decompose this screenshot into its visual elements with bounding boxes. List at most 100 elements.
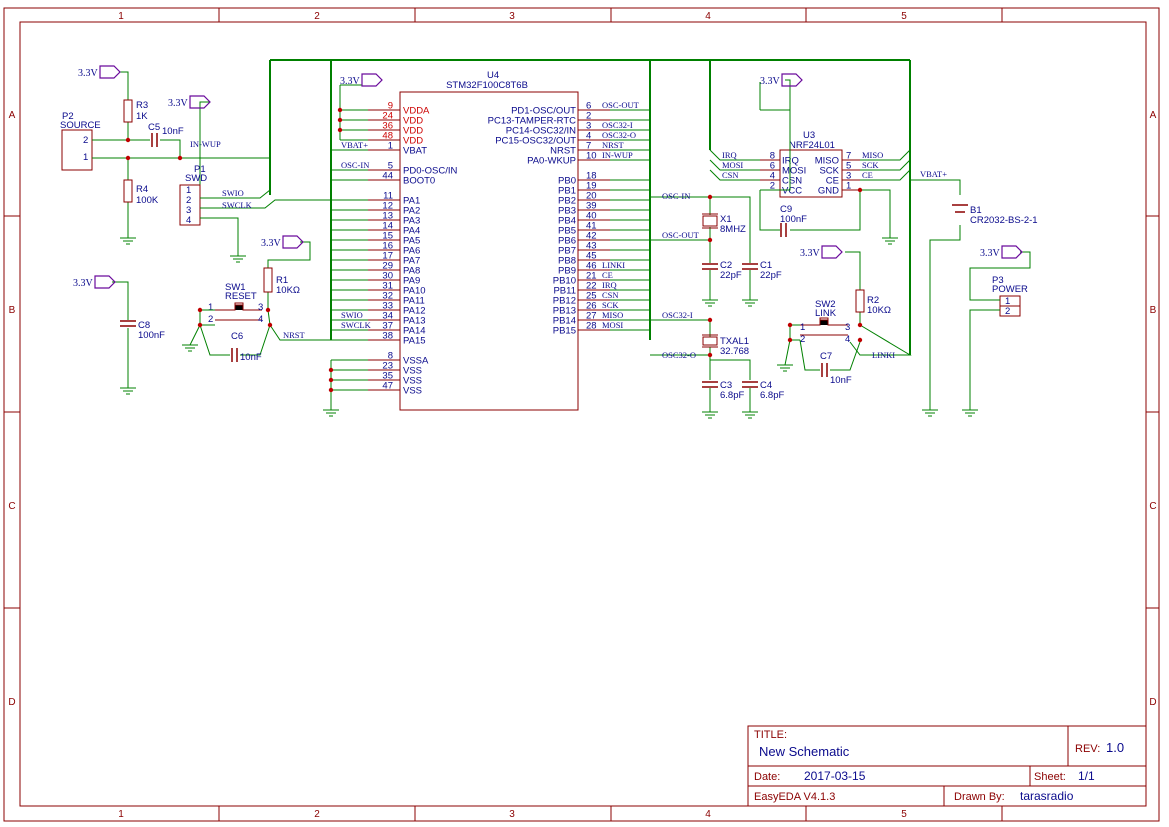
x1-crystal-icon bbox=[702, 215, 718, 227]
u4-pin-number: 39 bbox=[586, 201, 597, 212]
u4-left-net-label: OSC-IN bbox=[341, 160, 369, 170]
ground-icon bbox=[230, 255, 246, 263]
u4-right-net-label: NRST bbox=[602, 140, 625, 150]
zone-col-bottom-2: 2 bbox=[314, 809, 320, 820]
u4-pin-name: PB6 bbox=[558, 236, 576, 247]
net-in-wup-label: IN-WUP bbox=[190, 139, 221, 149]
u3-right-net-label: MISO bbox=[862, 150, 883, 160]
u4-pin-number: 42 bbox=[586, 231, 597, 242]
u4-value: STM32F100C8T6B bbox=[446, 80, 528, 91]
u4-pin-name: PA3 bbox=[403, 216, 420, 227]
ground-icon bbox=[702, 299, 718, 307]
zone-col-bottom-5: 5 bbox=[901, 809, 907, 820]
p3-power-connector[interactable]: 12 P3 POWER bbox=[969, 251, 1031, 410]
u3-pin-number: 5 bbox=[846, 161, 851, 172]
power-3v3-label: 3.3V bbox=[760, 76, 781, 87]
ground-icon bbox=[702, 411, 718, 419]
zone-col-bottom-4: 4 bbox=[705, 809, 711, 820]
source-section[interactable]: P2 SOURCE 21 R3 1K R4 100K C5 10nF IN-WU… bbox=[60, 60, 271, 238]
zone-col-top-1: 1 bbox=[118, 11, 124, 22]
power-flag-icon bbox=[1001, 245, 1023, 259]
u3-pin-number: 4 bbox=[770, 171, 775, 182]
u4-pin-name: PA11 bbox=[403, 296, 425, 307]
r3-ref: R3 bbox=[136, 100, 148, 111]
u4-pin-name: PB9 bbox=[558, 266, 576, 277]
power-flag-icon bbox=[189, 95, 211, 109]
u4-pin-name: PD1-OSC/OUT bbox=[511, 106, 576, 117]
u4-pin-name: PC13-TAMPER-RTC bbox=[488, 116, 576, 127]
c4-value: 6.8pF bbox=[760, 390, 784, 401]
c9-ref: C9 bbox=[780, 204, 792, 215]
r1-value: 10KΩ bbox=[276, 285, 300, 296]
zone-row-left-C: C bbox=[8, 501, 15, 512]
u4-pin-number: 1 bbox=[388, 141, 393, 152]
r4-ref: R4 bbox=[136, 184, 148, 195]
u4-pin-name: VSSA bbox=[403, 356, 429, 367]
decoupling-c8[interactable]: C8 100nF bbox=[112, 281, 165, 388]
inner-frame bbox=[19, 21, 1147, 807]
u4-pin-number: 27 bbox=[586, 311, 597, 322]
u4-pin-number: 44 bbox=[382, 171, 393, 182]
ground-icon bbox=[323, 409, 339, 417]
u4-pin-name: PB8 bbox=[558, 256, 576, 267]
ground-icon bbox=[742, 299, 758, 307]
u4-pin-number: 9 bbox=[388, 101, 393, 112]
u4-pin-number: 20 bbox=[586, 191, 597, 202]
r3-value: 1K bbox=[136, 111, 148, 122]
u4-right-net-label: OSC-OUT bbox=[602, 100, 640, 110]
u4-pin-name: PA2 bbox=[403, 206, 420, 217]
u3-right-net-label: CE bbox=[862, 170, 873, 180]
c6-ref: C6 bbox=[231, 331, 243, 342]
sw2-value: LINK bbox=[815, 308, 837, 319]
drawn-by-label: Drawn By: bbox=[954, 791, 1005, 803]
zone-row-left-B: B bbox=[9, 305, 16, 316]
u4-pin-number: 15 bbox=[382, 231, 393, 242]
power-3v3-label: 3.3V bbox=[980, 248, 1001, 259]
date-value: 2017-03-15 bbox=[804, 769, 866, 783]
u4-pin-number: 21 bbox=[586, 271, 597, 282]
u4-pin-name: VSS bbox=[403, 366, 422, 377]
zone-row-left-A: A bbox=[9, 110, 16, 121]
u4-right-net-label: SCK bbox=[602, 300, 619, 310]
u4-pin-number: 29 bbox=[382, 261, 393, 272]
battery-b1[interactable]: VBAT+ B1 CR2032-BS-2-1 bbox=[910, 169, 1038, 410]
u4-pin-number: 12 bbox=[382, 201, 393, 212]
u4-pin-name: PB0 bbox=[558, 176, 576, 187]
b1-ref: B1 bbox=[970, 205, 982, 216]
power-3v3-label: 3.3V bbox=[340, 76, 361, 87]
power-3v3-label: 3.3V bbox=[78, 68, 99, 79]
svg-text:2: 2 bbox=[208, 314, 213, 325]
u4-pin-name: VBAT bbox=[403, 146, 427, 157]
r4-value: 100K bbox=[136, 195, 159, 206]
ground-icon bbox=[962, 409, 978, 417]
svg-text:2: 2 bbox=[186, 195, 191, 206]
u4-pin-name: VDD bbox=[403, 136, 423, 147]
ground-symbols bbox=[120, 237, 978, 419]
r2-value: 10KΩ bbox=[867, 305, 891, 316]
tool-version: EasyEDA V4.1.3 bbox=[754, 791, 835, 803]
x1-value: 8MHZ bbox=[720, 224, 746, 235]
u4-pin-number: 7 bbox=[586, 141, 591, 152]
u4-pin-number: 18 bbox=[586, 171, 597, 182]
zone-col-bottom-1: 1 bbox=[118, 809, 124, 820]
power-flag-icon bbox=[282, 235, 304, 249]
u4-pin-number: 5 bbox=[388, 161, 393, 172]
b1-value: CR2032-BS-2-1 bbox=[970, 215, 1038, 226]
u4-pin-name: PA0-WKUP bbox=[527, 156, 576, 167]
u4-right-net-label: MOSI bbox=[602, 320, 623, 330]
net-nrst-label: NRST bbox=[283, 330, 306, 340]
c2-ref: C2 bbox=[720, 260, 732, 271]
u4-pin-number: 46 bbox=[586, 261, 597, 272]
u4-pin-name: PB15 bbox=[553, 326, 576, 337]
u3-pin-number: 2 bbox=[770, 181, 775, 192]
power-flag-icon bbox=[781, 73, 803, 87]
swd-connector[interactable]: P1 SWD 12 34 SWIO SWCLK bbox=[179, 101, 331, 256]
u4-right-net-label: OSC32-I bbox=[602, 120, 633, 130]
u4-pin-number: 16 bbox=[382, 241, 393, 252]
c4-ref: C4 bbox=[760, 380, 772, 391]
u4-pin-name: PB1 bbox=[558, 186, 576, 197]
